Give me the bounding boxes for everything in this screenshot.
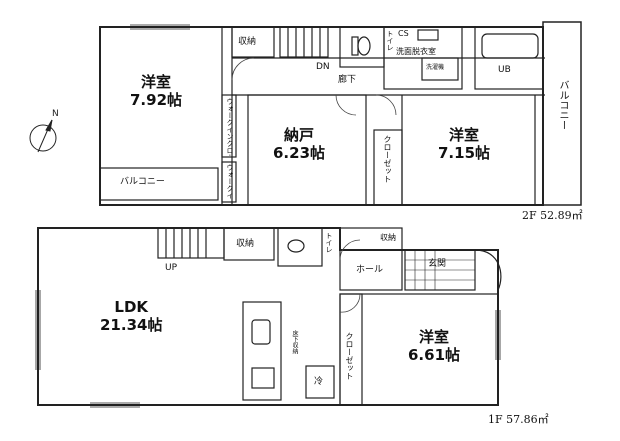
label-ub: UB [498, 65, 511, 75]
label-closet-small: 収納 [380, 233, 396, 242]
label-up: UP [165, 263, 178, 273]
svg-text:N: N [52, 109, 59, 119]
label-toilet-1f: トイレ [325, 232, 333, 253]
label-underfloor-storage: 床下収納 [291, 330, 298, 354]
label-toilet-2f: トイレ [386, 30, 394, 51]
balcony-east-outline [542, 21, 582, 206]
room-name: 納戸 [284, 126, 315, 144]
room-name: LDK [114, 298, 149, 316]
label-closet-top: 収納 [238, 37, 257, 47]
label-washroom: 洗面脱衣室 [396, 47, 436, 56]
room-western-nw: 洋室 7.92帖 [130, 75, 182, 108]
second-floor-outline [99, 26, 544, 206]
room-size: 6.23帖 [273, 144, 326, 162]
label-wic-a: ウォークインクローゼット [226, 98, 233, 156]
label-dn: DN [316, 62, 330, 72]
label-hall: ホール [356, 265, 384, 275]
room-name: 洋室 [419, 328, 450, 346]
area-1f: 1F 57.86㎡ [488, 413, 549, 426]
label-entrance: 玄関 [428, 259, 447, 269]
label-closet-c: クローゼット [383, 135, 392, 183]
north-compass: N [29, 109, 59, 153]
room-size: 21.34帖 [100, 316, 163, 334]
label-closet-w-1f: クローゼット [345, 332, 354, 380]
balcony-west-outline [99, 167, 219, 201]
label-cs: CS [398, 29, 409, 38]
room-western-1f: 洋室 6.61帖 [408, 330, 460, 363]
room-name: 洋室 [449, 126, 480, 144]
label-washer: 洗濯機 [426, 64, 445, 71]
label-fridge: 冷 [314, 377, 324, 387]
room-size: 7.15帖 [438, 144, 491, 162]
label-balcony-east: バルコニー [557, 80, 568, 130]
label-balcony-west: バルコニー [120, 177, 165, 187]
room-storage: 納戸 6.23帖 [273, 128, 325, 161]
room-ldk: LDK 21.34帖 [100, 300, 162, 333]
room-western-ne: 洋室 7.15帖 [438, 128, 490, 161]
room-size: 6.61帖 [408, 346, 461, 364]
label-hallway: 廊下 [338, 75, 357, 85]
area-2f: 2F 52.89㎡ [522, 209, 583, 222]
label-closet-1f: 収納 [236, 239, 255, 249]
room-size: 7.92帖 [130, 91, 183, 109]
room-name: 洋室 [141, 73, 172, 91]
label-wic-b: ウォークインクローゼット [226, 164, 233, 200]
